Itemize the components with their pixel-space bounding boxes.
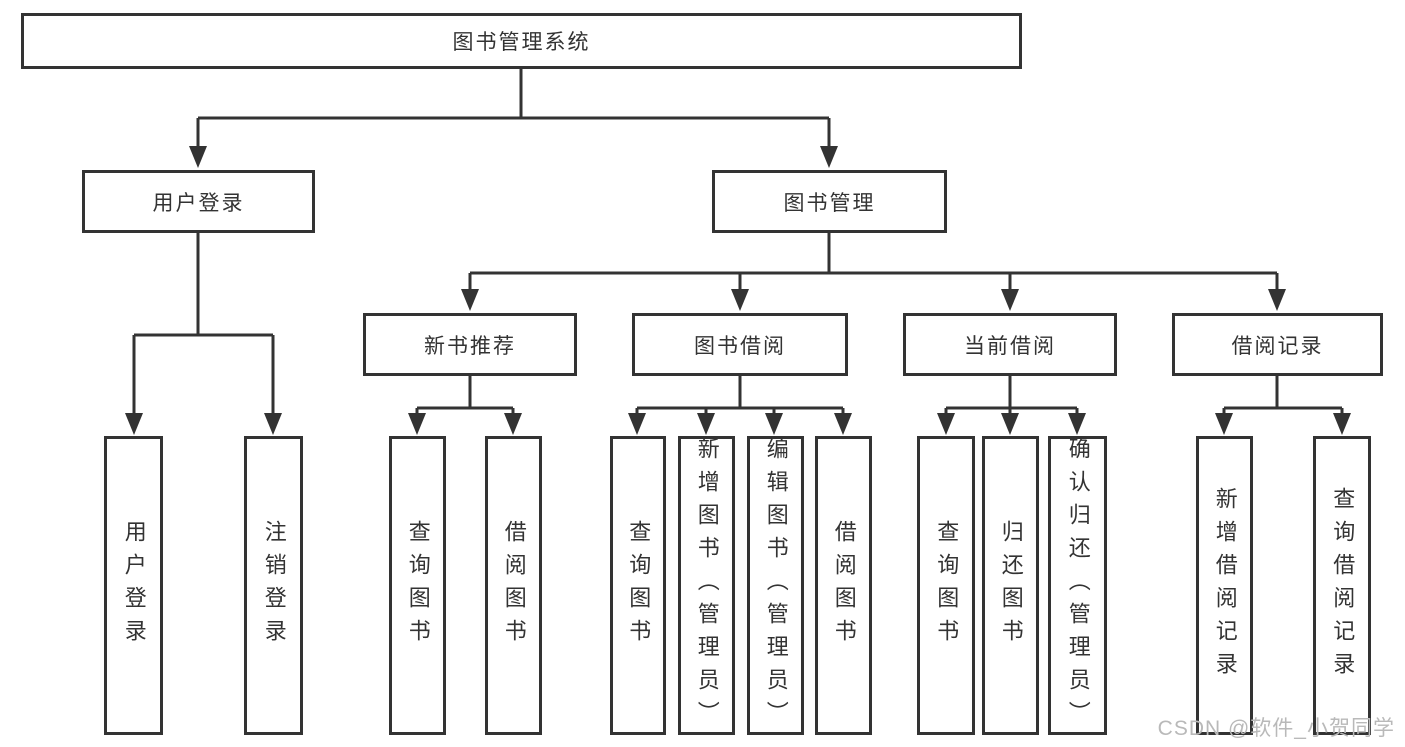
node-user-login: 用户登录 [82,170,315,233]
leaf-add-books-admin-label: 新增图书（管理员） [694,437,720,734]
leaf-query-books-recommend: 查询图书 [389,436,446,735]
leaf-query-books-borrowing: 查询图书 [610,436,666,735]
leaf-query-books-current-label: 查询图书 [934,519,960,652]
leaf-return-books: 归还图书 [982,436,1039,735]
node-current-borrowing: 当前借阅 [903,313,1117,376]
leaf-query-borrow-record: 查询借阅记录 [1313,436,1371,735]
leaf-borrow-books-label: 借阅图书 [831,519,857,652]
leaf-query-books-borrowing-label: 查询图书 [626,519,652,652]
node-new-book-recommend: 新书推荐 [363,313,577,376]
leaf-query-borrow-record-label: 查询借阅记录 [1330,486,1356,685]
leaf-edit-books-admin: 编辑图书（管理员） [747,436,804,735]
leaf-add-borrow-record: 新增借阅记录 [1196,436,1253,735]
leaf-confirm-return-admin: 确认归还（管理员） [1048,436,1107,735]
node-book-management: 图书管理 [712,170,947,233]
leaf-edit-books-admin-label: 编辑图书（管理员） [763,437,789,734]
leaf-logout: 注销登录 [244,436,303,735]
leaf-borrow-books-recommend: 借阅图书 [485,436,542,735]
leaf-add-books-admin: 新增图书（管理员） [678,436,735,735]
leaf-borrow-books-recommend-label: 借阅图书 [501,519,527,652]
leaf-logout-label: 注销登录 [261,519,287,652]
leaf-return-books-label: 归还图书 [998,519,1024,652]
node-book-borrowing: 图书借阅 [632,313,848,376]
leaf-confirm-return-admin-label: 确认归还（管理员） [1065,437,1091,734]
leaf-borrow-books: 借阅图书 [815,436,872,735]
node-root-system: 图书管理系统 [21,13,1022,69]
leaf-query-books-current: 查询图书 [917,436,975,735]
leaf-query-books-recommend-label: 查询图书 [405,519,431,652]
leaf-user-login-label: 用户登录 [121,519,147,652]
node-borrowing-records: 借阅记录 [1172,313,1383,376]
connector-edges [132,69,1344,419]
leaf-add-borrow-record-label: 新增借阅记录 [1212,486,1238,685]
csdn-watermark: CSDN @软件_小贺同学 [1157,717,1395,740]
leaf-user-login: 用户登录 [104,436,163,735]
arrow-down-icons [125,146,1351,435]
